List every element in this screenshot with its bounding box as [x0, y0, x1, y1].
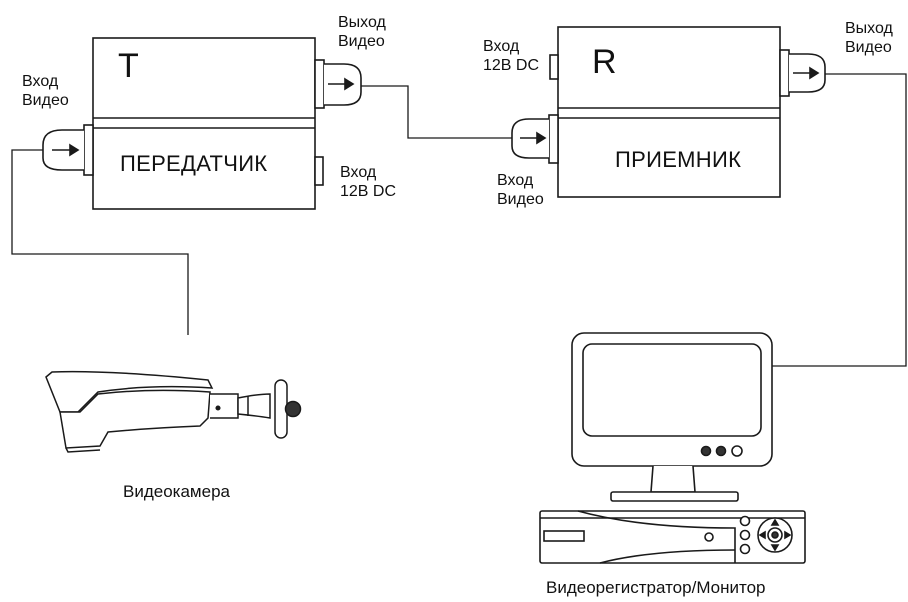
receiver-power-line2: 12В DC	[483, 57, 540, 74]
receiver-letter: R	[592, 43, 617, 81]
camera-icon	[45, 370, 302, 453]
camera-caption: Видеокамера	[123, 482, 230, 501]
receiver-video-in-line2: Видео	[497, 191, 544, 208]
transmitter-unit	[42, 37, 362, 210]
transmitter-video-in-line2: Видео	[22, 92, 69, 109]
cables	[11, 73, 907, 367]
receiver-video-in-line1: Вход	[497, 172, 534, 189]
receiver-unit	[511, 26, 826, 198]
cable-transmitter-to-receiver	[361, 85, 512, 139]
transmitter-video-in-label: Вход Видео	[22, 72, 69, 110]
receiver-video-out-line2: Видео	[845, 39, 892, 56]
transmitter-letter: T	[118, 47, 139, 85]
monitor-icon	[571, 332, 773, 502]
dvr-icon	[539, 510, 806, 564]
transmitter-power-line2: 12В DC	[340, 183, 397, 200]
transmitter-name: ПЕРЕДАТЧИК	[120, 151, 268, 176]
transmitter-video-in-line1: Вход	[22, 73, 59, 90]
receiver-video-out-line1: Выход	[845, 20, 893, 37]
receiver-video-in-label: Вход Видео	[497, 171, 544, 209]
receiver-power-label: Вход 12В DC	[483, 37, 539, 75]
transmitter-video-out-line2: Видео	[338, 33, 385, 50]
transmitter-video-out-label: Выход Видео	[338, 13, 386, 51]
transmitter-power-line1: Вход	[340, 164, 377, 181]
receiver-name: ПРИЕМНИК	[615, 147, 742, 172]
cable-camera-to-transmitter	[11, 149, 189, 335]
receiver-power-line1: Вход	[483, 38, 520, 55]
cable-receiver-to-monitor	[772, 73, 907, 367]
recorder-caption: Видеорегистратор/Монитор	[546, 578, 766, 597]
transmitter-video-out-line1: Выход	[338, 14, 386, 31]
transmitter-power-label: Вход 12В DC	[340, 163, 396, 201]
receiver-video-out-label: Выход Видео	[845, 19, 893, 57]
